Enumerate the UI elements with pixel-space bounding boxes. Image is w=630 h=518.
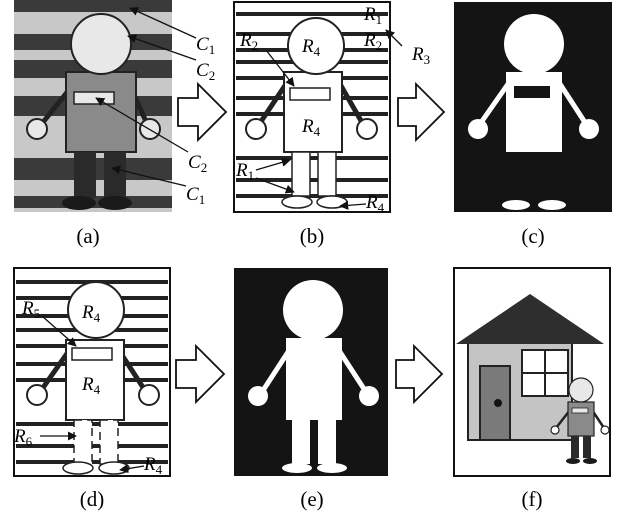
label-r1-top: R1 xyxy=(363,4,382,27)
label-r3: R3 xyxy=(411,44,430,67)
label-r4-head-d: R4 xyxy=(81,302,101,325)
label-r6: R6 xyxy=(13,426,33,449)
callout-lines-d xyxy=(40,315,145,474)
label-r5: R5 xyxy=(21,298,40,321)
callout-lines-a xyxy=(95,7,197,187)
right-arrow-icon xyxy=(177,81,228,143)
panel-a: C1 C2 C2 C1 (a) xyxy=(14,0,215,248)
panel-b: R1 R2 R3 R2 R4 R4 R1 R4 (b) xyxy=(233,1,430,248)
panel-e: (e) xyxy=(234,268,388,511)
label-r4-body-d: R4 xyxy=(81,374,101,397)
house xyxy=(456,294,604,441)
label-r4-feet: R4 xyxy=(365,192,385,215)
label-r4-body: R4 xyxy=(301,116,321,139)
label-r2-left: R2 xyxy=(239,30,258,53)
label-r1-legs: R1 xyxy=(235,160,254,183)
label-c2-top: C2 xyxy=(196,60,215,83)
figure-robot-c xyxy=(468,14,599,210)
panel-d: R5 R4 R4 R6 R4 (d) xyxy=(13,267,171,511)
caption-d: (d) xyxy=(80,487,105,511)
figure-robot-a xyxy=(26,13,161,210)
label-c1-top: C1 xyxy=(196,34,215,57)
figure-robot-f xyxy=(550,377,610,464)
callout-lines-b xyxy=(255,29,403,210)
caption-b: (b) xyxy=(300,224,325,248)
label-c2-bottom: C2 xyxy=(188,152,207,175)
panel-f: (f) xyxy=(453,267,611,511)
panel-c: (c) xyxy=(454,2,612,248)
caption-e: (e) xyxy=(300,487,323,511)
right-arrow-icon xyxy=(395,343,444,405)
label-r4-feet-d: R4 xyxy=(143,454,163,477)
label-r4-head: R4 xyxy=(301,36,321,59)
caption-a: (a) xyxy=(76,224,99,248)
label-c1-bottom: C1 xyxy=(186,184,205,207)
label-r2-right: R2 xyxy=(363,30,382,53)
caption-f: (f) xyxy=(522,487,543,511)
caption-c: (c) xyxy=(521,224,544,248)
right-arrow-icon xyxy=(397,81,446,143)
right-arrow-icon xyxy=(175,343,226,405)
figure-robot-d xyxy=(26,281,160,475)
figure-robot-e xyxy=(248,280,379,473)
